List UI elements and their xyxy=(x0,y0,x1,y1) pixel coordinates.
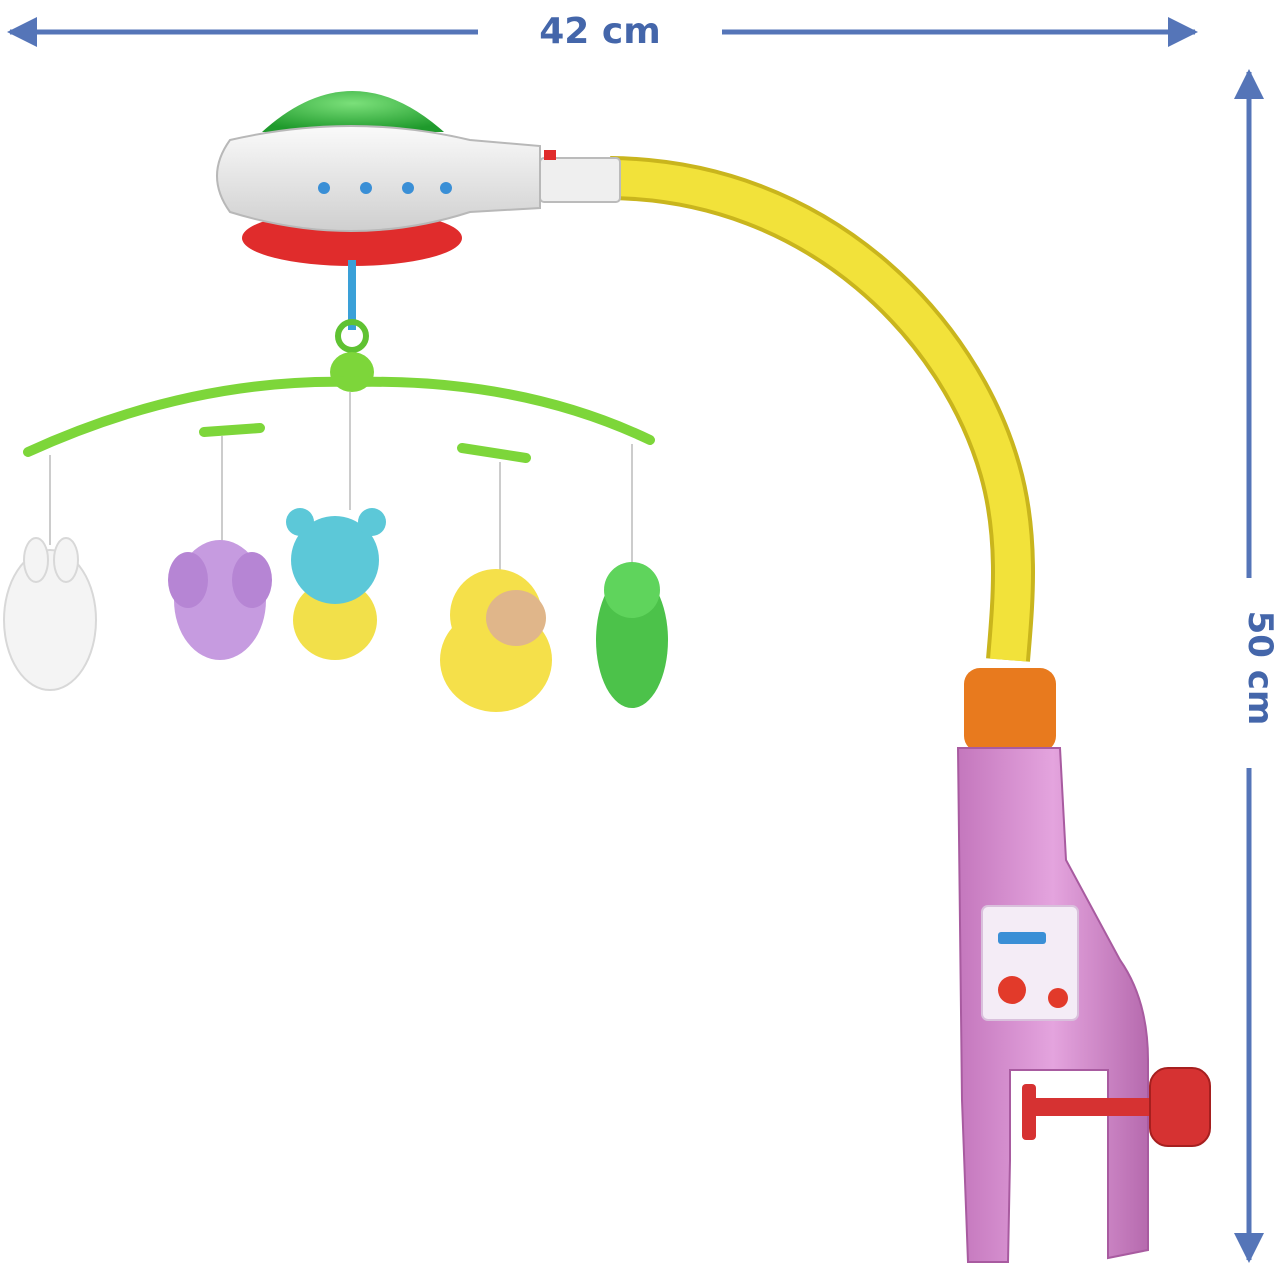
mobile-arm xyxy=(539,156,1035,662)
toy-bear xyxy=(286,508,386,660)
projector-ufo xyxy=(216,91,556,330)
toy-bunny xyxy=(3,537,97,691)
crib-clamp xyxy=(956,668,1211,1263)
toy-strings xyxy=(49,392,633,570)
arm-connector xyxy=(539,157,621,203)
projector-dome xyxy=(262,91,444,132)
toy-monkey xyxy=(440,569,552,712)
height-dimension: 50 cm xyxy=(1234,69,1280,1263)
width-dimension: 42 cm xyxy=(6,11,1198,52)
width-label: 42 cm xyxy=(539,11,660,52)
toy-frog xyxy=(596,562,668,708)
height-label: 50 cm xyxy=(1240,611,1280,726)
projector-body xyxy=(216,125,541,232)
toy-elephant xyxy=(168,540,272,660)
toy-hanger xyxy=(23,319,655,463)
clamp-screw xyxy=(1022,1067,1211,1147)
clamp-collar xyxy=(964,668,1056,752)
